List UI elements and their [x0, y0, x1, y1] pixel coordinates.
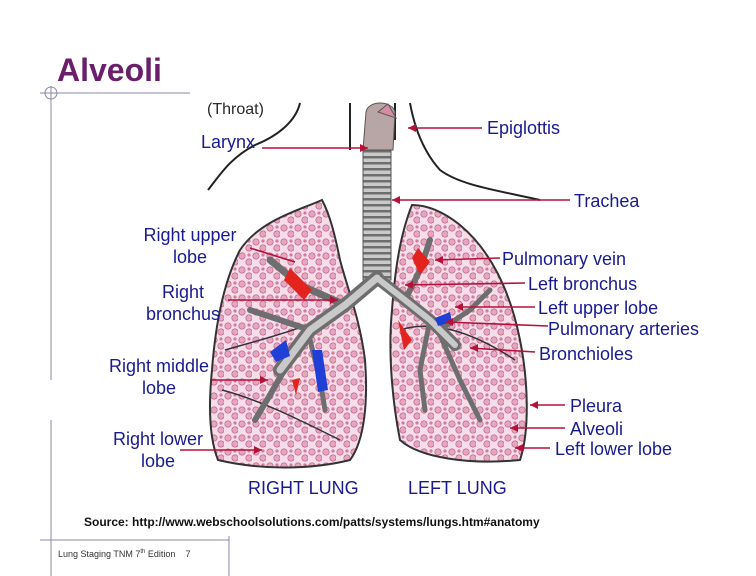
pulmonary-veins [284, 248, 430, 395]
label-right-lung: RIGHT LUNG [248, 478, 359, 498]
footer-sup: th [140, 549, 146, 555]
label-right-bronchus: Right bronchus [145, 282, 221, 324]
slide-title: Alveoli [57, 52, 162, 88]
label-left-lower-lobe: Left lower lobe [555, 439, 673, 459]
slide-footer: Lung Staging TNM 7th Edition 7 [58, 549, 190, 559]
label-alveoli: Alveoli [570, 419, 624, 439]
label-left-upper-lobe: Left upper lobe [538, 298, 659, 318]
source-citation: Source: http://www.webschoolsolutions.co… [84, 515, 540, 529]
footer-title: Lung Staging TNM 7 [58, 549, 141, 559]
label-pulmonary-arteries: Pulmonary arteries [548, 319, 700, 339]
label-larynx: Larynx [201, 132, 256, 152]
label-left-bronchus: Left bronchus [528, 274, 638, 294]
label-right-lower-lobe: Right lower lobe [112, 429, 204, 471]
label-right-middle-lobe: Right middle lobe [108, 356, 210, 398]
trachea-shape [362, 102, 398, 281]
label-right-upper-lobe: Right upper lobe [143, 225, 237, 267]
pointer-arrowheads [254, 124, 538, 454]
footer-edition: Edition [145, 549, 176, 559]
label-epiglottis: Epiglottis [487, 118, 561, 138]
label-throat: (Throat) [207, 101, 264, 118]
pointer-lines [180, 127, 570, 451]
label-left-lung: LEFT LUNG [408, 478, 507, 498]
left-lung-shape [389, 203, 528, 463]
page-number: 7 [185, 549, 191, 559]
label-bronchioles: Bronchioles [539, 344, 634, 364]
label-trachea: Trachea [574, 191, 640, 211]
label-pleura: Pleura [570, 396, 623, 416]
label-pulmonary-vein: Pulmonary vein [502, 249, 627, 269]
right-lung-shape [209, 198, 368, 469]
